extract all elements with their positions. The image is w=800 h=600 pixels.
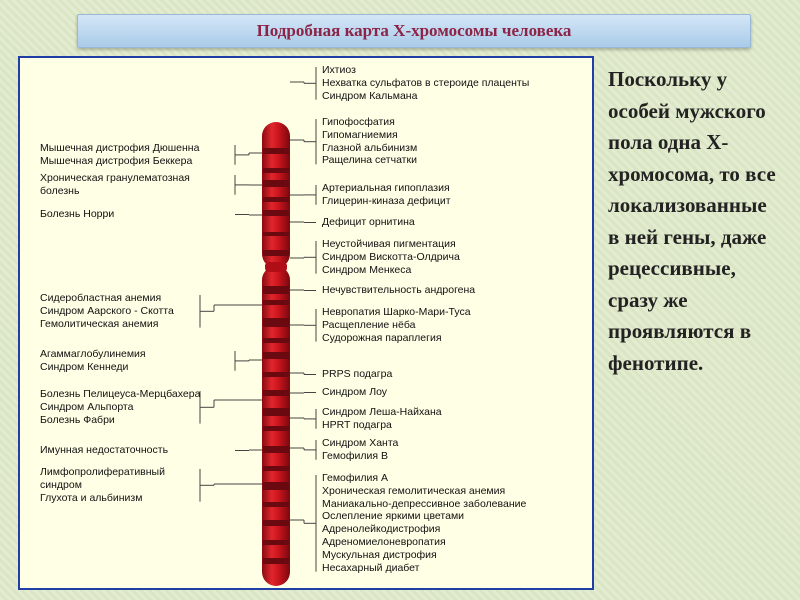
chromosome-band (263, 338, 289, 343)
chromosome-band (263, 250, 289, 256)
chromosome-band (263, 502, 289, 507)
left-disease-label: болезнь (40, 184, 80, 197)
left-disease-label: Болезнь Норри (40, 208, 115, 220)
right-disease-label: Нечувствительность андрогена (322, 284, 476, 296)
chromosome-band (263, 286, 289, 294)
left-disease-label: Синдром Альпорта (40, 400, 134, 413)
explanation-text: Поскольку у особей мужского пола одна Х-… (608, 67, 776, 375)
short-arm (262, 122, 290, 268)
right-disease-label: Маниакально-депрессивное заболевание (322, 497, 527, 510)
right-disease-label: Хроническая гемолитическая анемия (322, 484, 506, 497)
right-disease-label: Дефицит орнитина (322, 216, 415, 228)
left-disease-label: Хроническая гранулематозная (40, 172, 190, 184)
left-disease-label: Мышечная дистрофия Дюшенна (40, 142, 200, 154)
right-disease-label: Синдром Леша-Найхана (322, 406, 442, 418)
right-disease-label: Гемофилия B (322, 449, 388, 462)
right-disease-label: Невропатия Шарко-Мари-Туса (322, 306, 471, 318)
chromosome-band (263, 197, 289, 202)
chromosome-map-panel (18, 56, 594, 590)
right-disease-label: Синдром Менкеса (322, 263, 412, 276)
right-disease-label: Адреномиелоневропатия (322, 536, 446, 548)
right-disease-label: Ослепление яркими цветами (322, 510, 465, 523)
right-disease-label: Синдром Кальмана (322, 89, 418, 102)
chromosome-band (263, 210, 289, 216)
connector-lines (199, 67, 317, 572)
left-disease-label: Агаммаглобулинемия (40, 348, 146, 360)
chromosome-band (263, 300, 289, 305)
left-disease-label: Болезнь Пелицеуса-Мерцбахера (40, 388, 201, 400)
chromosome-band (263, 558, 289, 564)
right-disease-label: Ращелина сетчатки (322, 154, 417, 167)
chromosome-band (263, 232, 289, 236)
chromosome-band (263, 408, 289, 416)
left-disease-label: Болезнь Фабри (40, 413, 115, 426)
right-disease-label: Синдром Ханта (322, 437, 399, 449)
chromosome-band (263, 168, 289, 173)
right-disease-label: Глазной альбинизм (322, 141, 418, 154)
right-disease-label: Глицерин-киназа дефицит (322, 194, 451, 207)
left-disease-label: Синдром Кеннеди (40, 360, 129, 373)
left-disease-label: Лимфопролиферативный (40, 466, 165, 478)
chromosome-band (263, 390, 289, 396)
title-bar: Подробная карта Х-хромосомы человека (77, 14, 751, 48)
left-disease-label: синдром (40, 478, 82, 491)
left-disease-label: Гемолитическая анемия (40, 317, 159, 330)
chromosome-band (263, 446, 289, 453)
right-disease-label: Расщепление нёба (322, 318, 416, 331)
right-disease-label: Неустойчивая пигментация (322, 238, 456, 250)
centromere (265, 262, 287, 272)
right-disease-label: Несахарный диабет (322, 561, 420, 574)
right-disease-label: Судорожная параплегия (322, 331, 442, 344)
chromosome-band (263, 540, 289, 545)
chromosome-band (263, 372, 289, 377)
left-disease-label: Сидеробластная анемия (40, 292, 162, 304)
left-disease-label: Мышечная дистрофия Беккера (40, 154, 193, 167)
right-disease-label: Адренолейкодистрофия (322, 523, 441, 536)
right-disease-label: Ихтиоз (322, 64, 356, 76)
chromosome-band (263, 482, 289, 490)
left-disease-label: Имунная недостаточность (40, 444, 169, 456)
right-disease-label: Синдром Вискотта-Олдрича (322, 250, 460, 263)
right-disease-label: HPRT подагра (322, 418, 392, 431)
chromosome-band (263, 352, 289, 359)
chromosome-band (263, 148, 289, 154)
slide-title: Подробная карта Х-хромосомы человека (256, 21, 572, 40)
chromosome-band (263, 318, 289, 327)
right-disease-label: Гипофосфатия (322, 116, 395, 128)
right-disease-label: Синдром Лоу (322, 386, 388, 398)
chromosome-band (263, 180, 289, 187)
left-disease-label: Глухота и альбинизм (40, 491, 143, 504)
right-disease-label: Артериальная гипоплазия (322, 182, 450, 194)
left-disease-label: Синдром Аарского - Скотта (40, 304, 174, 317)
right-disease-label: PRPS подагра (322, 368, 393, 380)
right-disease-label: Нехватка сульфатов в стероиде плаценты (322, 76, 530, 89)
right-disease-label: Гипомагниемия (322, 128, 398, 141)
chromosome-band (263, 466, 289, 471)
x-chromosome (262, 122, 290, 586)
chromosome-band (263, 426, 289, 431)
chromosome-band (263, 520, 289, 526)
right-disease-label: Гемофилия А (322, 472, 388, 484)
right-disease-label: Мускульная дистрофия (322, 548, 437, 561)
